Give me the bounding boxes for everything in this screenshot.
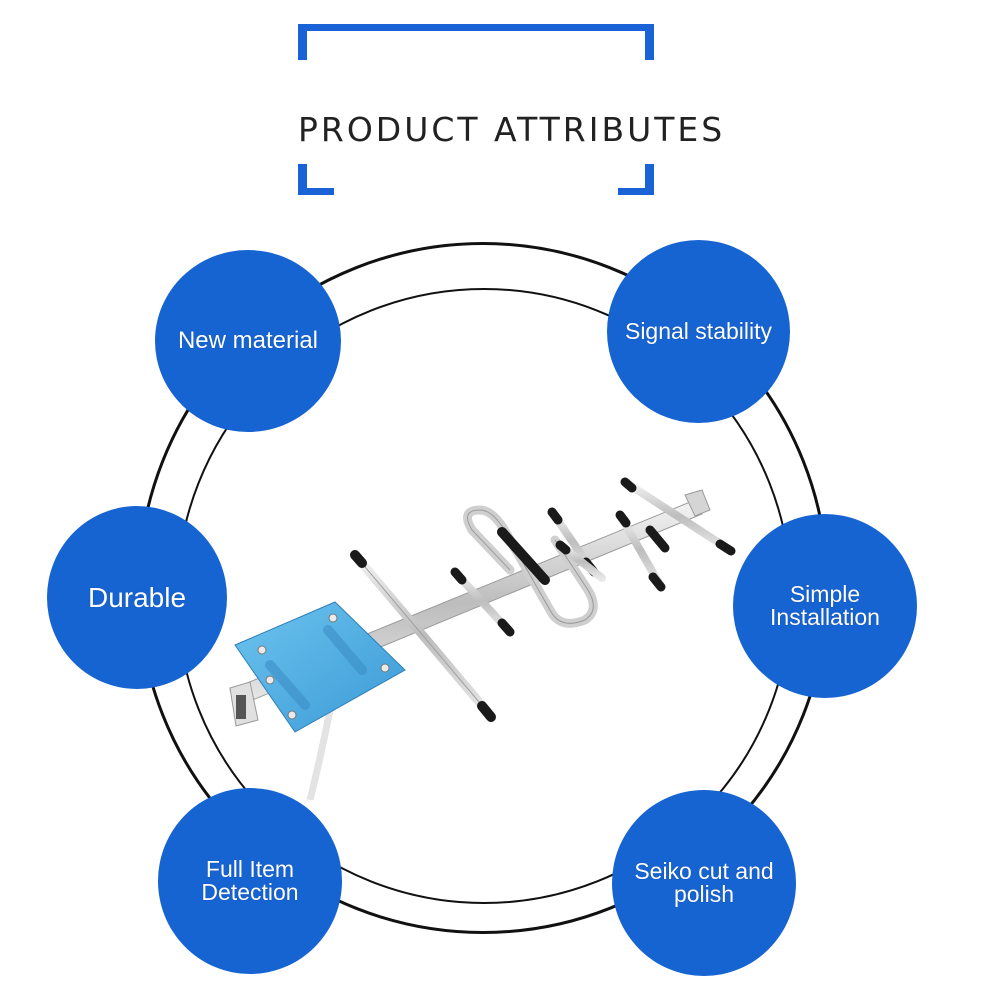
feature-label: New material	[177, 327, 319, 354]
feature-new-material: New material	[155, 250, 341, 432]
bracket-bottom-left-leg	[298, 164, 307, 195]
feature-label: Full Item Detection	[201, 856, 299, 905]
feature-full-item-detection: Full Item Detection	[158, 788, 342, 974]
elements	[350, 477, 736, 722]
feature-label: Signal stability	[624, 318, 773, 344]
feature-seiko-cut-and-polish: Seiko cut and polish	[612, 790, 796, 976]
bracket-bottom-left-foot	[298, 188, 334, 195]
feature-label: Durable	[87, 581, 187, 613]
feature-signal-stability: Signal stability	[607, 240, 790, 423]
bracket-top-bar	[298, 24, 654, 31]
feature-label: Simple Installation	[770, 581, 880, 630]
feature-durable: Durable	[47, 506, 227, 689]
bracket-top-right-leg	[645, 24, 654, 60]
mounting-plate	[234, 601, 406, 733]
feature-label: Seiko cut and polish	[634, 858, 774, 907]
bracket-top-left-leg	[298, 24, 307, 60]
antenna-image	[229, 477, 736, 800]
bracket-bottom-right-foot	[618, 188, 654, 195]
page-title: PRODUCT ATTRIBUTES	[298, 110, 726, 149]
feed-sleeve	[497, 527, 550, 585]
cable	[306, 709, 334, 800]
bracket-bottom-right-leg	[645, 164, 654, 195]
feature-simple-installation: Simple Installation	[733, 514, 917, 698]
title-block: PRODUCT ATTRIBUTES	[298, 24, 726, 195]
